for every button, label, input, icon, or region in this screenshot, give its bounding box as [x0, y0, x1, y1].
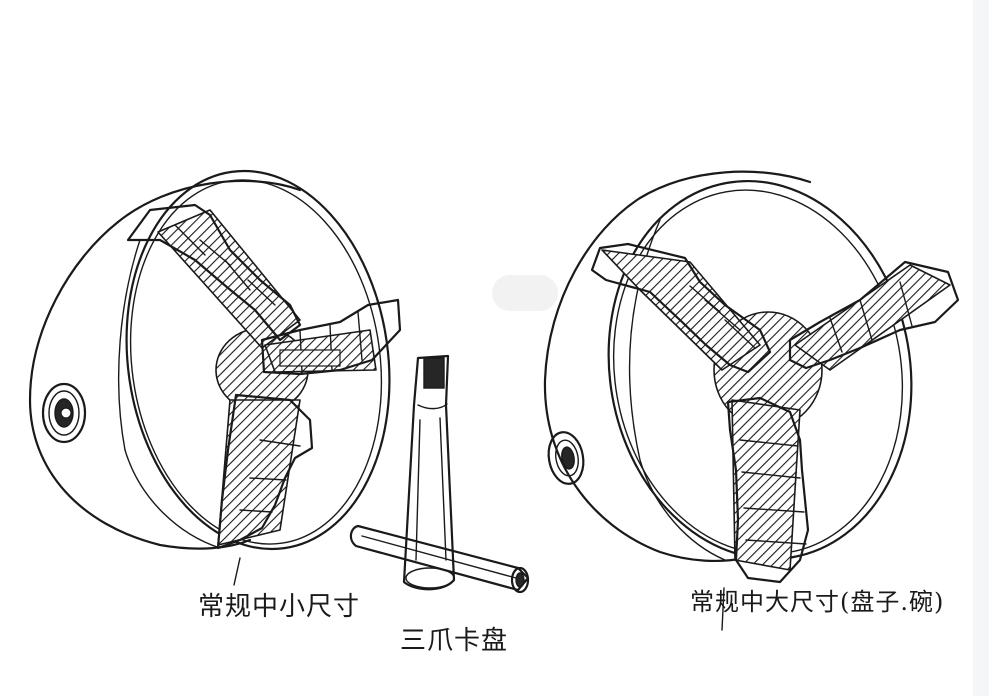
left-label-pointer [233, 557, 241, 586]
eraser-smudge [492, 275, 558, 311]
image-edge-strip [973, 0, 989, 696]
right-label-pointer [721, 587, 725, 631]
left-chuck-sketch [28, 169, 402, 551]
right-chuck-sketch [543, 170, 960, 584]
right-chuck-label: 常规中大尺寸(盘子.碗) [690, 588, 945, 616]
center-item-label: 三爪卡盘 [400, 626, 509, 656]
left-chuck-label: 常规中小尺寸 [198, 592, 361, 622]
left-chuck-side-bolt [41, 382, 87, 444]
right-chuck-side-bolt [547, 431, 585, 485]
chuck-key-sketch [349, 354, 530, 594]
